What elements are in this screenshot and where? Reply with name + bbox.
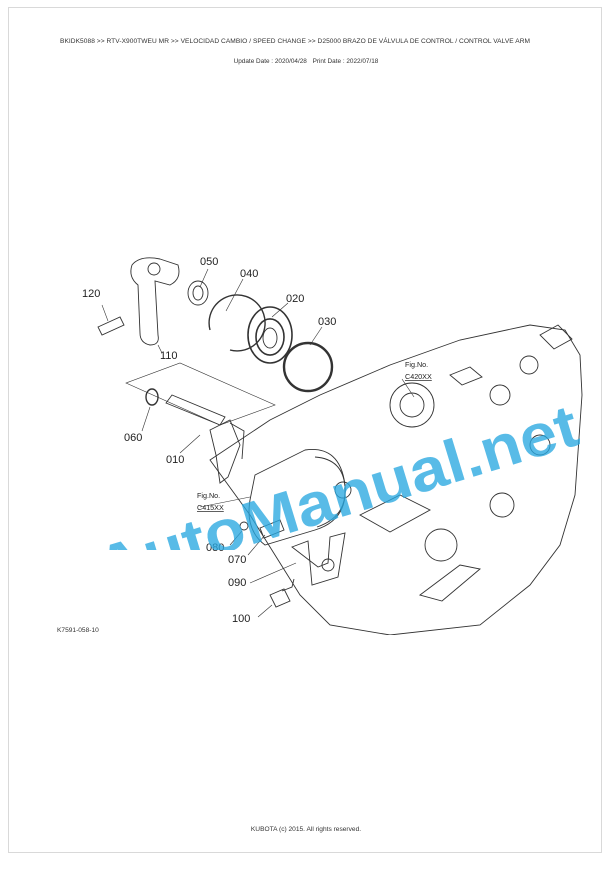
parts-diagram: 120 050 040 020 030 110 060 010 080 070 …: [82, 256, 583, 635]
footer-copyright: KUBOTA (c) 2015. All rights reserved.: [250, 826, 362, 833]
transmission-housing: [209, 324, 583, 635]
date-line: Update Date : 2020/04/28 Print Date : 20…: [0, 58, 612, 65]
part-010-shaft: [165, 394, 226, 426]
part-label-090: 090: [228, 577, 246, 589]
part-label-080: 080: [206, 542, 224, 554]
part-label-030: 030: [318, 316, 336, 328]
part-label-100: 100: [232, 613, 250, 625]
figure-code: K7591-058-10: [57, 627, 99, 634]
part-110-arm: [130, 257, 180, 346]
part-label-040: 040: [240, 268, 258, 280]
part-label-120: 120: [82, 288, 100, 300]
update-date: Update Date : 2020/04/28: [233, 58, 307, 65]
fig-ref-title-c420: Fig.No.: [405, 360, 428, 369]
breadcrumb: BKIDK5088 >> RTV-X900TWEU MR >> VELOCIDA…: [60, 38, 531, 45]
part-label-050: 050: [200, 256, 218, 268]
part-label-110: 110: [160, 350, 178, 362]
part-label-010: 010: [166, 454, 184, 466]
part-label-070: 070: [228, 554, 246, 566]
part-label-020: 020: [286, 293, 304, 305]
fig-ref-code-c415: C415XX: [197, 503, 224, 512]
part-label-060: 060: [124, 432, 142, 444]
part-090-bracket: [291, 532, 346, 586]
valve-cylinder: [248, 448, 346, 546]
print-date: Print Date : 2022/07/18: [312, 58, 379, 65]
fig-ref-code-c420: C420XX: [405, 372, 432, 381]
page-frame: [8, 7, 602, 853]
fig-ref-title-c415: Fig.No.: [197, 491, 220, 500]
